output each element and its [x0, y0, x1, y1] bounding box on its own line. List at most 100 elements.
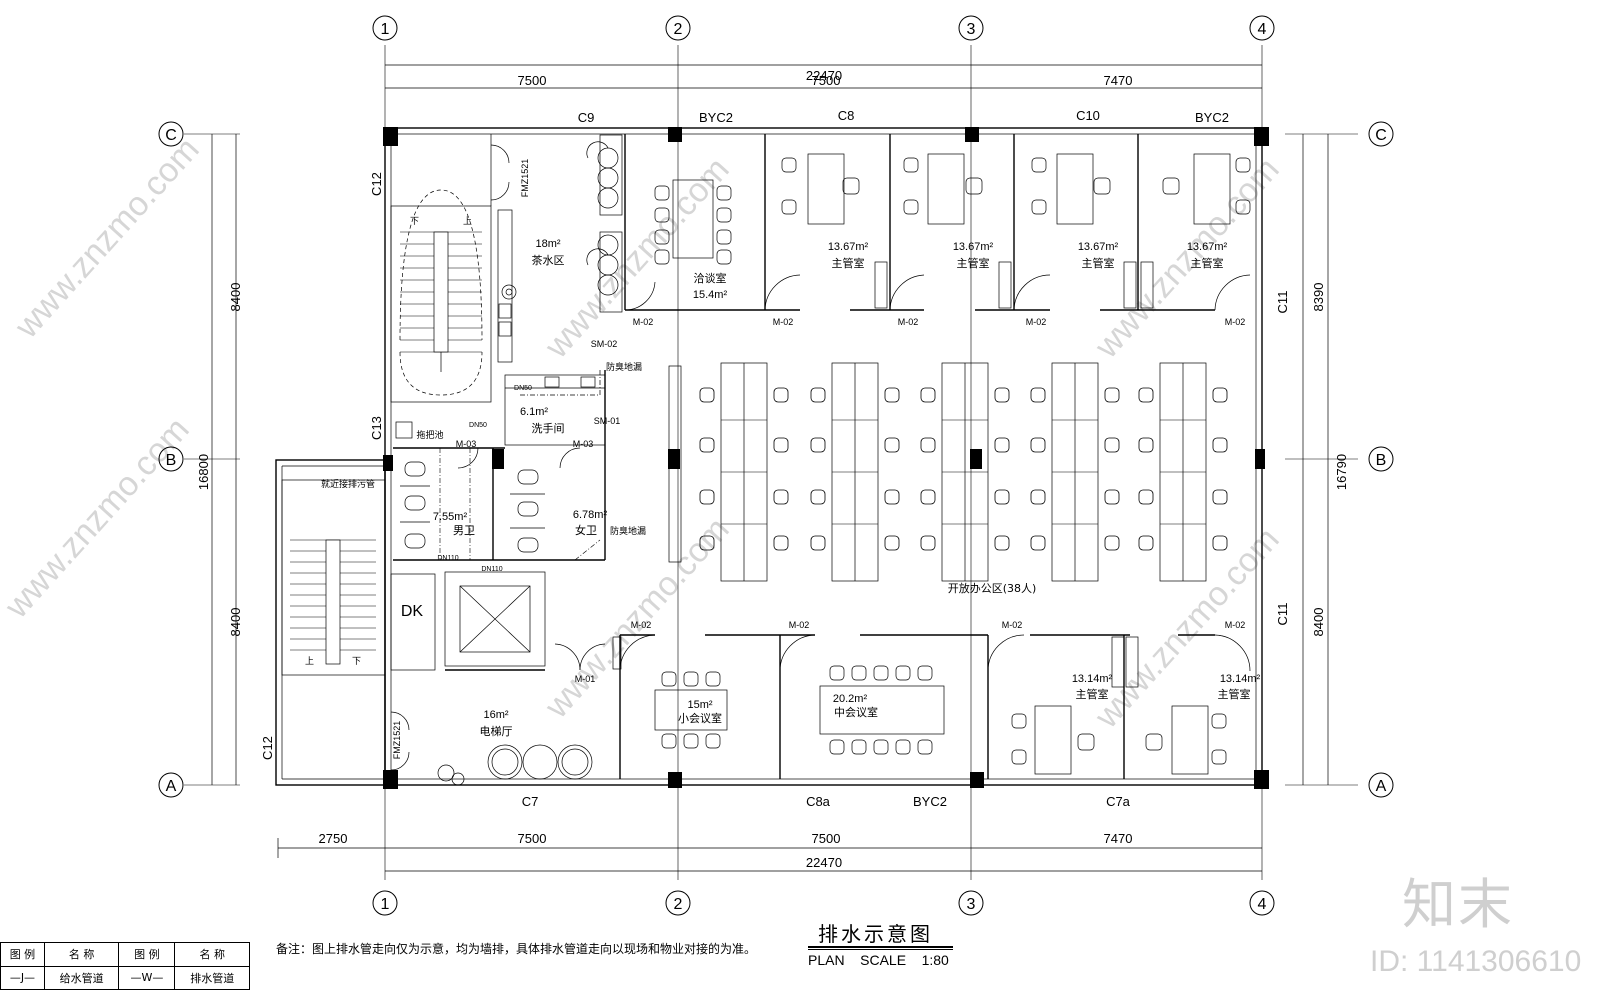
window-label: C11 [1275, 603, 1290, 626]
window-label: C9 [578, 110, 595, 125]
watermark-text: www.znzmo.com [537, 510, 737, 726]
floor-drain-label: 防臭地漏 [610, 525, 646, 537]
dim-top-span: 7470 [1104, 73, 1133, 88]
shaft-label: DK [401, 603, 424, 620]
tea-area-name: 茶水区 [532, 254, 565, 267]
door-label: M-03 [456, 439, 477, 449]
window-label: BYC2 [1195, 110, 1229, 125]
manager-name: 主管室 [1082, 256, 1115, 270]
dim-bottom-span: 2750 [319, 831, 348, 846]
manager-name: 主管室 [957, 256, 990, 270]
mid-meeting-name: 中会议室 [834, 705, 878, 719]
washroom-name: 洗手间 [532, 421, 565, 435]
door-label: M-02 [1225, 620, 1246, 630]
legend-header: 名 称 [174, 942, 250, 967]
door-label: SM-01 [594, 416, 621, 426]
lobby-name: 电梯厅 [480, 725, 513, 738]
stair-bottom: 上 下 [281, 479, 386, 676]
manager2-name: 主管室 [1076, 687, 1109, 701]
door-label: SM-02 [591, 339, 618, 349]
pipe-label: DN110 [437, 555, 458, 562]
grid-label-3-bottom: 3 [967, 896, 976, 913]
pipe-label: DN110 [481, 566, 502, 573]
legend-table: 图 例 名 称 图 例 名 称 —J— 给水管道 —W— 排水管道 [0, 942, 250, 990]
wc-block: 6.1m² 洗手间 7.55m² 男卫 6.78m² 女卫 防臭地漏 防臭地漏 … [321, 361, 646, 573]
lobby-size: 16m² [483, 709, 508, 721]
manager-size: 13.67m² [828, 241, 869, 253]
mid-meeting-room: 20.2m² 中会议室 [819, 665, 945, 755]
grid-label-1-bottom: 1 [381, 896, 390, 913]
manager-size: 13.67m² [1187, 241, 1228, 253]
window-label: C12 [260, 736, 275, 760]
dim-bottom-total: 22470 [806, 855, 842, 870]
grid-lines [184, 45, 1358, 880]
negotiation-size: 15.4m² [693, 289, 728, 301]
door-label: M-02 [898, 317, 919, 327]
grid-label-2: 2 [674, 21, 683, 38]
grid-bubbles: 1 2 3 4 1 2 3 4 C B A C B A [158, 15, 1394, 916]
mid-meeting-size: 20.2m² [833, 693, 868, 705]
dim-right: 8400 [1311, 608, 1326, 637]
open-office: 开放办公区(38人) [668, 362, 1228, 595]
stair-label: 下 [352, 657, 361, 667]
legend-name: 给水管道 [43, 965, 120, 990]
small-meeting-size: 15m² [687, 699, 712, 711]
manager-rooms-top: 13.67m² 主管室 13.67m² 主管室 13.67m² 主管室 13.6… [781, 153, 1251, 309]
manager-rooms-bottom: 13.14m² 主管室 13.14m² 主管室 [1011, 673, 1261, 775]
door-label: M-02 [1002, 620, 1023, 630]
title-underline [808, 949, 953, 950]
dim-left-total: 16800 [196, 454, 211, 490]
dim-top-span: 7500 [812, 73, 841, 88]
manager-name: 主管室 [832, 256, 865, 270]
small-meeting-name: 小会议室 [678, 711, 722, 725]
title-underline [808, 946, 953, 948]
open-office-name: 开放办公区(38人) [948, 581, 1037, 595]
watermark-text: www.znzmo.com [0, 410, 197, 626]
manager2-size: 13.14m² [1220, 673, 1261, 685]
stair-top: 下 上 [390, 189, 492, 403]
window-label: C11 [1275, 291, 1290, 314]
grid-label-B: B [166, 452, 177, 469]
grid-label-C: C [165, 127, 177, 144]
window-label: C8a [806, 794, 831, 809]
grid-label-A-right: A [1376, 778, 1387, 795]
watermark-layer: www.znzmo.com www.znzmo.com www.znzmo.co… [0, 130, 1287, 736]
pipe-label: DN50 [469, 422, 487, 429]
window-label: BYC2 [913, 794, 947, 809]
office-chairs [699, 387, 1228, 551]
fire-door-label: FMZ1521 [520, 159, 530, 198]
columns [383, 127, 1269, 789]
door-label: M-02 [631, 620, 652, 630]
dim-bottom-span: 7500 [812, 831, 841, 846]
legend-symbol: —J— [0, 965, 45, 990]
dimension-lines [211, 64, 1329, 872]
legend-name: 排水管道 [174, 965, 250, 990]
stair-label: 上 [463, 216, 472, 227]
watermark-brand: 知末 [1402, 873, 1514, 936]
dim-right-total: 16790 [1334, 454, 1349, 490]
legend-header: 图 例 [0, 942, 45, 967]
women-size: 6.78m² [573, 509, 608, 521]
grid-label-B-right: B [1376, 452, 1387, 469]
dim-left: 8400 [228, 608, 243, 637]
legend-header: 图 例 [118, 942, 176, 967]
watermark-text: www.znzmo.com [1087, 520, 1287, 736]
door-label: M-01 [575, 674, 596, 684]
door-label: M-02 [1225, 317, 1246, 327]
manager-size: 13.67m² [953, 241, 994, 253]
grid-label-2-bottom: 2 [674, 896, 683, 913]
small-meeting-room: 15m² 小会议室 [654, 671, 728, 749]
door-label: M-02 [633, 317, 654, 327]
dim-right: 8390 [1311, 283, 1326, 312]
dim-left: 8400 [228, 283, 243, 312]
dimension-text: 22470 7500 7500 7470 2750 7500 7500 7470… [196, 68, 1349, 870]
watermark-text: www.znzmo.com [1087, 150, 1287, 366]
washroom-size: 6.1m² [520, 406, 548, 418]
connect-sewer-label: 就近接排污管 [321, 478, 375, 490]
fire-door-label: FMZ1521 [392, 721, 402, 760]
elevator-lobby: DK 16m² 电梯厅 FMZ1521 [390, 571, 606, 786]
men-size: 7.55m² [433, 511, 468, 523]
window-label: C10 [1076, 108, 1100, 123]
top-partitions [624, 134, 1251, 311]
dim-bottom-span: 7500 [518, 831, 547, 846]
